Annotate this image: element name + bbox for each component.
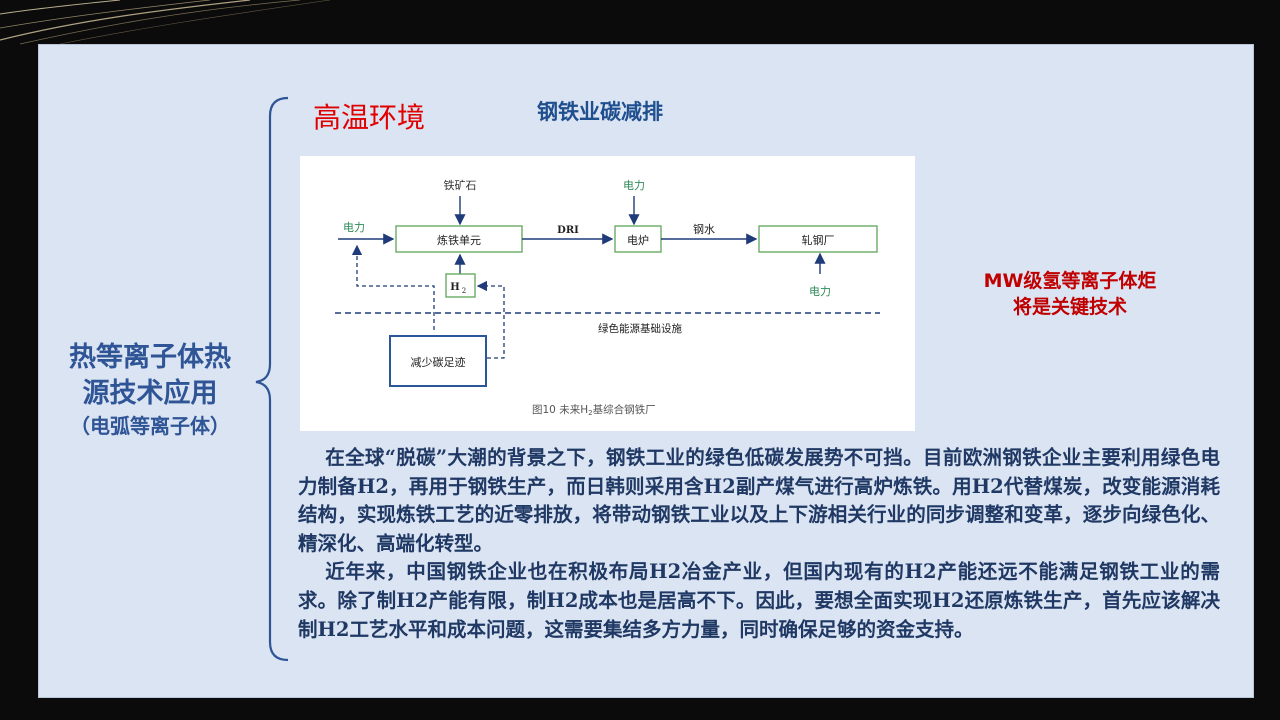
box-reduce-carbon [389, 335, 487, 387]
label-rolling-mill: 轧钢厂 [802, 233, 835, 247]
figure-caption-subscript: 2 [588, 409, 592, 417]
label-reduce-carbon: 减少碳足迹 [411, 355, 466, 369]
curly-brace [255, 96, 289, 662]
process-diagram-figure: 铁矿石 电力 炼铁单元 DRI 电力 电炉 钢水 轧钢厂 电力 H 2 [300, 156, 915, 431]
box-rolling-mill [758, 225, 878, 253]
figure-caption: 图10 未来H2基综合钢铁厂 [532, 403, 656, 417]
label-iron-ore: 铁矿石 [444, 179, 477, 192]
box-h2 [445, 273, 476, 298]
key-technology-note: MW级氢等离子体炬 将是关键技术 [950, 268, 1190, 320]
section-title-line3: （电弧等离子体） [70, 414, 230, 438]
section-title-line1: 热等离子体热 [69, 342, 231, 373]
label-dri: DRI [557, 225, 579, 236]
label-ironmaking-unit: 炼铁单元 [437, 233, 481, 247]
key-technology-line2: 将是关键技术 [1012, 296, 1127, 318]
heading-steel-carbon-reduction: 钢铁业碳减排 [537, 99, 663, 124]
body-text: 在全球“脱碳”大潮的背景之下，钢铁工业的绿色低碳发展势不可挡。目前欧洲钢铁企业主… [298, 444, 1220, 644]
paragraph-2: 近年来，中国钢铁企业也在积极布局H2冶金产业，但国内现有的H2产能还远不能满足钢… [298, 560, 1220, 641]
label-green-energy: 绿色能源基础设施 [598, 322, 682, 335]
figure-caption-prefix: 图10 未来H [532, 404, 588, 416]
section-title-line2: 源技术应用 [82, 378, 218, 409]
box-electric-furnace [614, 225, 662, 253]
paragraph-1: 在全球“脱碳”大潮的背景之下，钢铁工业的绿色低碳发展势不可挡。目前欧洲钢铁企业主… [298, 446, 1220, 555]
label-power-top: 电力 [623, 179, 645, 192]
label-power-left: 电力 [343, 221, 365, 234]
key-technology-line1: MW级氢等离子体炬 [983, 270, 1157, 292]
process-diagram: 铁矿石 电力 炼铁单元 DRI 电力 电炉 钢水 轧钢厂 电力 H 2 [335, 179, 880, 417]
figure-caption-suffix: 基综合钢铁厂 [593, 403, 656, 416]
label-power-bottom: 电力 [809, 285, 831, 298]
label-molten-steel: 钢水 [693, 223, 715, 236]
label-electric-furnace: 电炉 [627, 234, 649, 247]
label-h2: H [450, 282, 459, 293]
section-title: 热等离子体热 源技术应用 （电弧等离子体） [50, 340, 250, 440]
box-ironmaking-unit [395, 225, 523, 253]
label-h2-subscript: 2 [462, 287, 466, 295]
heading-high-temperature: 高温环境 [313, 101, 426, 134]
